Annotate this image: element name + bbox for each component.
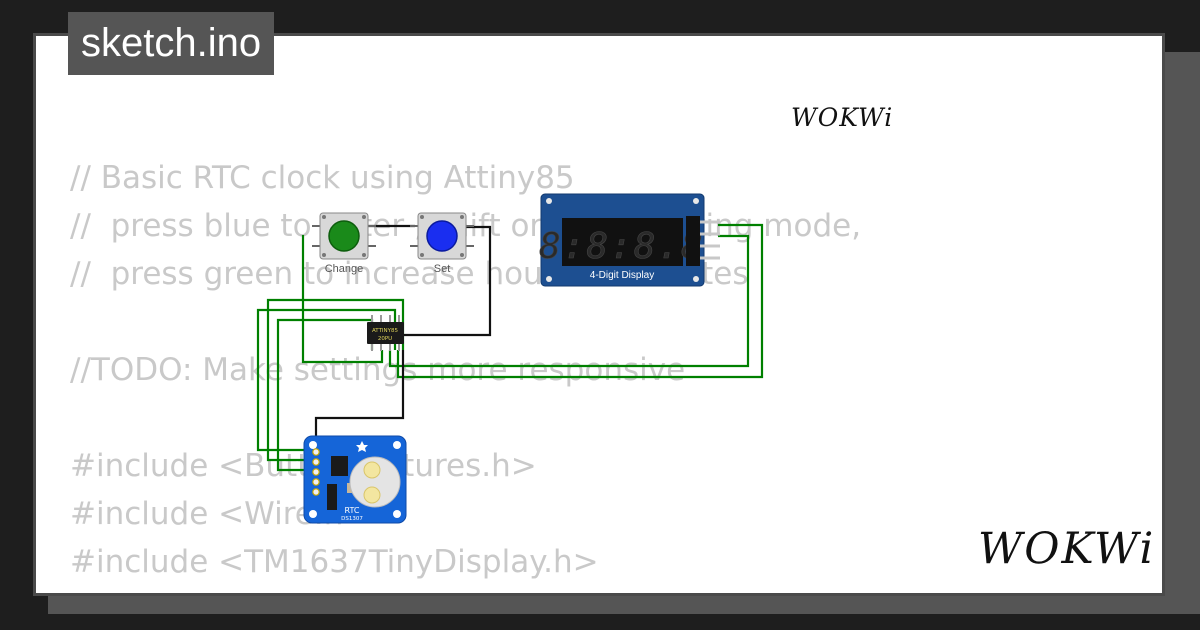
code-line: //TODO: Make settings more responsive (70, 352, 686, 388)
rtc-chip (331, 456, 348, 476)
button-cap[interactable] (328, 220, 360, 252)
four-digit-display[interactable]: 8:8:8.8 4-Digit Display (539, 193, 720, 287)
rtc-label: RTC (345, 506, 360, 515)
wire (266, 298, 405, 462)
wokwi-logo-large: WOKWi (978, 524, 1156, 574)
display-digits: 8:8:8.8 (539, 226, 705, 267)
chip-label-line1: ATTINY85 (372, 328, 399, 334)
rtc-pins (312, 448, 320, 496)
rtc-module[interactable]: RTC DS1307 (303, 435, 407, 524)
star-icon (356, 441, 368, 452)
button-cap[interactable] (426, 220, 458, 252)
display-label: 4-Digit Display (590, 270, 654, 281)
wire (396, 223, 764, 379)
button-change-label: Change (325, 263, 364, 275)
wokwi-logo-small: WOKWi (791, 103, 894, 132)
button-set-label: Set (434, 263, 451, 275)
wire (301, 235, 384, 364)
attiny85-chip[interactable]: ATTINY85 20PU (367, 315, 404, 351)
file-name-tab[interactable]: sketch.ino (68, 12, 275, 75)
code-line: #include <TM1637TinyDisplay.h> (70, 544, 599, 580)
wire (388, 234, 750, 368)
rtc-crystal (327, 484, 337, 510)
button-change[interactable]: Change (312, 212, 376, 275)
chip-label-line2: 20PU (378, 336, 392, 342)
wire (314, 350, 405, 440)
code-line: // Basic RTC clock using Attiny85 (70, 160, 575, 196)
display-screen (562, 218, 683, 266)
display-pins (700, 220, 720, 260)
coin-cell-holder (349, 456, 401, 508)
rtc-model: DS1307 (341, 516, 363, 522)
display-header (686, 216, 700, 266)
button-set[interactable]: Set (410, 212, 474, 275)
